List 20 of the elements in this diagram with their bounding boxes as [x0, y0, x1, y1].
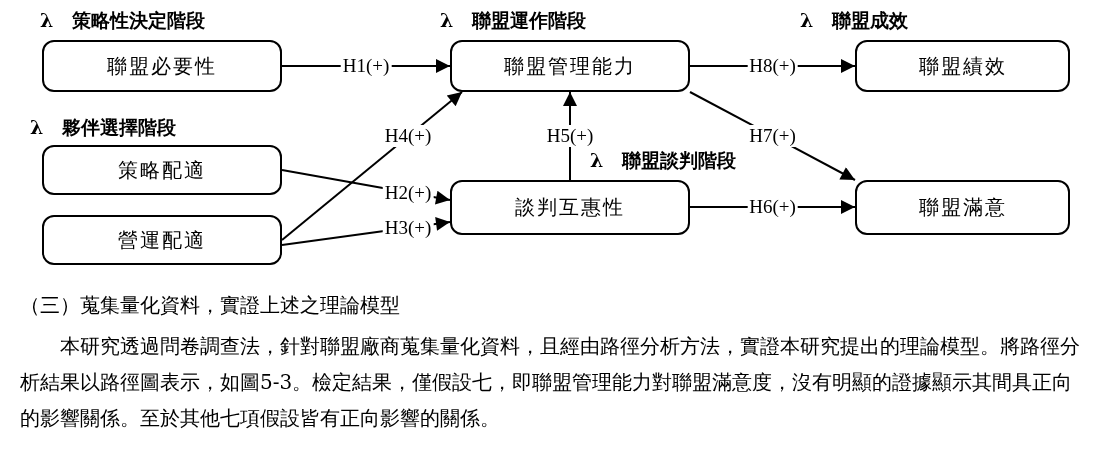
- stage-heading: λ 策略性決定階段: [40, 8, 206, 33]
- edge-label: H6(+): [747, 196, 798, 218]
- section-heading: （三）蒐集量化資料，實證上述之理論模型: [20, 292, 400, 319]
- edge-label: H5(+): [544, 125, 596, 147]
- concept-box: 聯盟滿意: [855, 180, 1070, 235]
- edge-label: H8(+): [747, 55, 798, 77]
- paragraph: 本研究透過問卷調查法，針對聯盟廠商蒐集量化資料，且經由路徑分析方法，實證本研究提出的理論模型。將路徑分析結果以路徑圖表示，如圖5-3。檢定結果，僅假設七，即聯盟管理能力對聯盟滿意度，沒有明顯的證據顯示其間具正向的影響關係。至於其他七項假設皆有正向影響的關係。: [20, 333, 1081, 432]
- stage-heading: λ 聯盟運作階段: [440, 8, 587, 33]
- stage-heading: λ 聯盟成效: [800, 8, 909, 33]
- edge-label: H1(+): [340, 55, 392, 77]
- concept-box: 聯盟管理能力: [450, 40, 690, 92]
- concept-box: 營運配適: [42, 215, 282, 265]
- stage-heading: λ 夥伴選擇階段: [30, 115, 177, 140]
- concept-box: 聯盟績效: [855, 40, 1070, 92]
- edge-label: H4(+): [382, 125, 434, 148]
- edge-label: H7(+): [747, 125, 798, 147]
- stage-heading: λ 聯盟談判階段: [590, 148, 737, 173]
- concept-box: 聯盟必要性: [42, 40, 282, 92]
- concept-box: 談判互惠性: [450, 180, 690, 235]
- concept-box: 策略配適: [42, 145, 282, 195]
